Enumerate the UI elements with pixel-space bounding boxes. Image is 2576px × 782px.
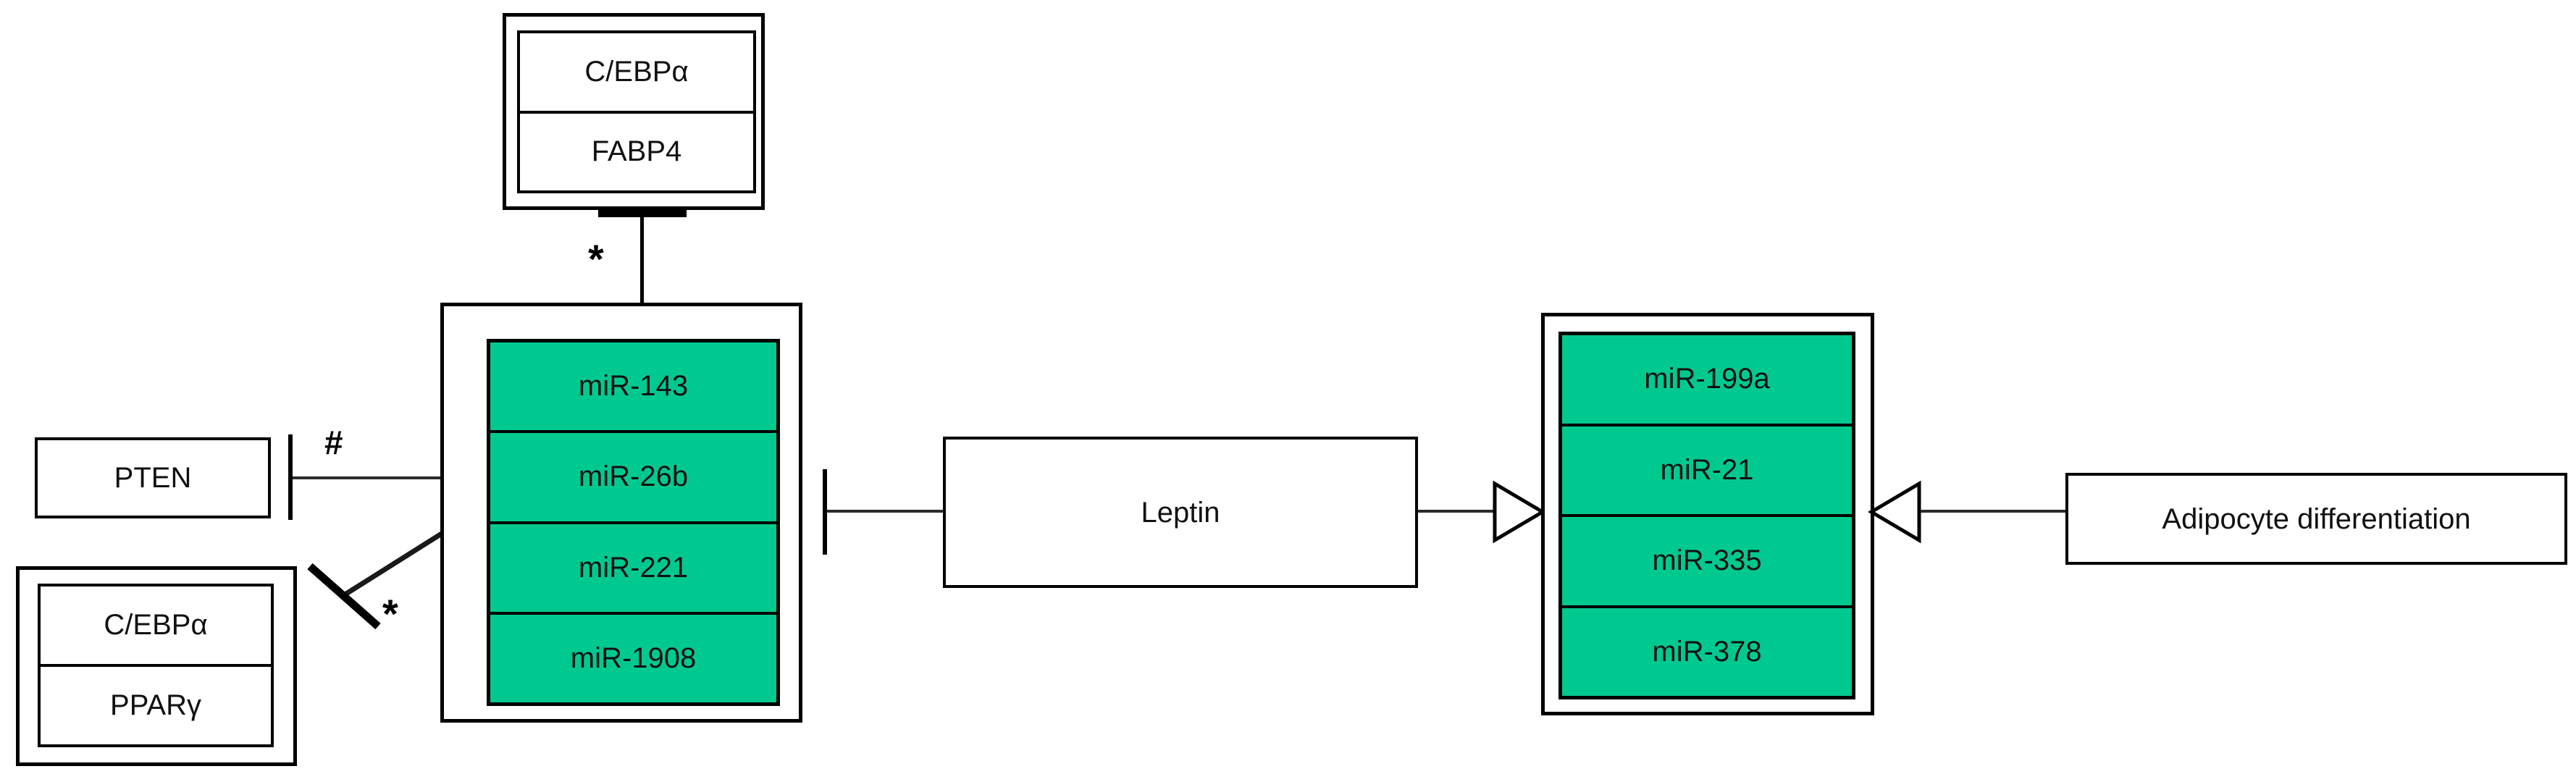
top-target-row-fabp4[interactable]: FABP4 <box>520 110 753 190</box>
edge-leptin-mirna-line <box>826 510 946 513</box>
left-mirna-row-221[interactable]: miR-221 <box>490 521 776 612</box>
right-mirna-label-335: miR-335 <box>1652 545 1762 577</box>
top-target-label-cebpa: C/EBPα <box>584 55 689 88</box>
adipocyte-label: Adipocyte differentiation <box>2162 503 2471 535</box>
left-mirna-label-1908: miR-1908 <box>570 642 697 674</box>
right-mirna-label-21: miR-21 <box>1660 453 1754 486</box>
left-mirna-label-26b: miR-26b <box>578 461 689 493</box>
right-mirna-row-199a[interactable]: miR-199a <box>1562 335 1852 424</box>
left-mirna-group-table: miR-143 miR-26b miR-221 miR-1908 <box>487 339 780 706</box>
edge-mirna-pten-inhibition-bar <box>288 434 293 520</box>
edge-mirna-lower-targets-annotation: * <box>382 591 398 636</box>
adipocyte-node[interactable]: Adipocyte differentiation <box>2065 473 2567 565</box>
left-mirna-label-221: miR-221 <box>578 551 689 584</box>
pten-node[interactable]: PTEN <box>35 437 271 518</box>
edge-leptin-right-mirna-line <box>1418 510 1512 513</box>
top-target-group-table: C/EBPα FABP4 <box>517 30 756 193</box>
lower-target-label-pparg: PPARγ <box>110 689 201 721</box>
left-mirna-row-143[interactable]: miR-143 <box>490 342 776 431</box>
right-mirna-row-335[interactable]: miR-335 <box>1562 514 1852 605</box>
edge-leptin-mirna-inhibition-bar <box>823 469 827 555</box>
edge-mirna-top-targets-annotation: * <box>588 236 604 282</box>
pten-label: PTEN <box>114 462 192 494</box>
right-mirna-row-378[interactable]: miR-378 <box>1562 605 1852 696</box>
top-target-row-cebpa[interactable]: C/EBPα <box>520 33 753 111</box>
left-mirna-row-26b[interactable]: miR-26b <box>490 430 776 521</box>
right-mirna-group-table: miR-199a miR-21 miR-335 miR-378 <box>1558 332 1855 699</box>
right-mirna-label-199a: miR-199a <box>1644 363 1770 395</box>
lower-target-label-cebpa: C/EBPα <box>104 609 208 641</box>
left-mirna-row-1908[interactable]: miR-1908 <box>490 611 776 702</box>
lower-target-row-pparg[interactable]: PPARγ <box>41 664 271 744</box>
edge-mirna-top-targets-inhibition-bar <box>598 210 687 217</box>
left-mirna-label-143: miR-143 <box>578 370 689 403</box>
lower-target-row-cebpa[interactable]: C/EBPα <box>41 586 271 664</box>
edge-adipocyte-right-mirna-arrowhead <box>1868 480 1921 544</box>
leptin-node[interactable]: Leptin <box>943 437 1418 588</box>
leptin-label: Leptin <box>1141 496 1220 529</box>
edge-mirna-top-targets-line <box>640 210 644 340</box>
edge-leptin-right-mirna-arrowhead <box>1493 480 1546 544</box>
lower-target-group-table: C/EBPα PPARγ <box>38 584 274 747</box>
edge-mirna-pten-annotation: # <box>324 424 343 461</box>
right-mirna-row-21[interactable]: miR-21 <box>1562 423 1852 514</box>
edge-adipocyte-right-mirna-line <box>1912 510 2068 513</box>
right-mirna-label-378: miR-378 <box>1652 635 1762 668</box>
edge-mirna-pten-line <box>288 476 443 479</box>
top-target-label-fabp4: FABP4 <box>591 135 682 168</box>
